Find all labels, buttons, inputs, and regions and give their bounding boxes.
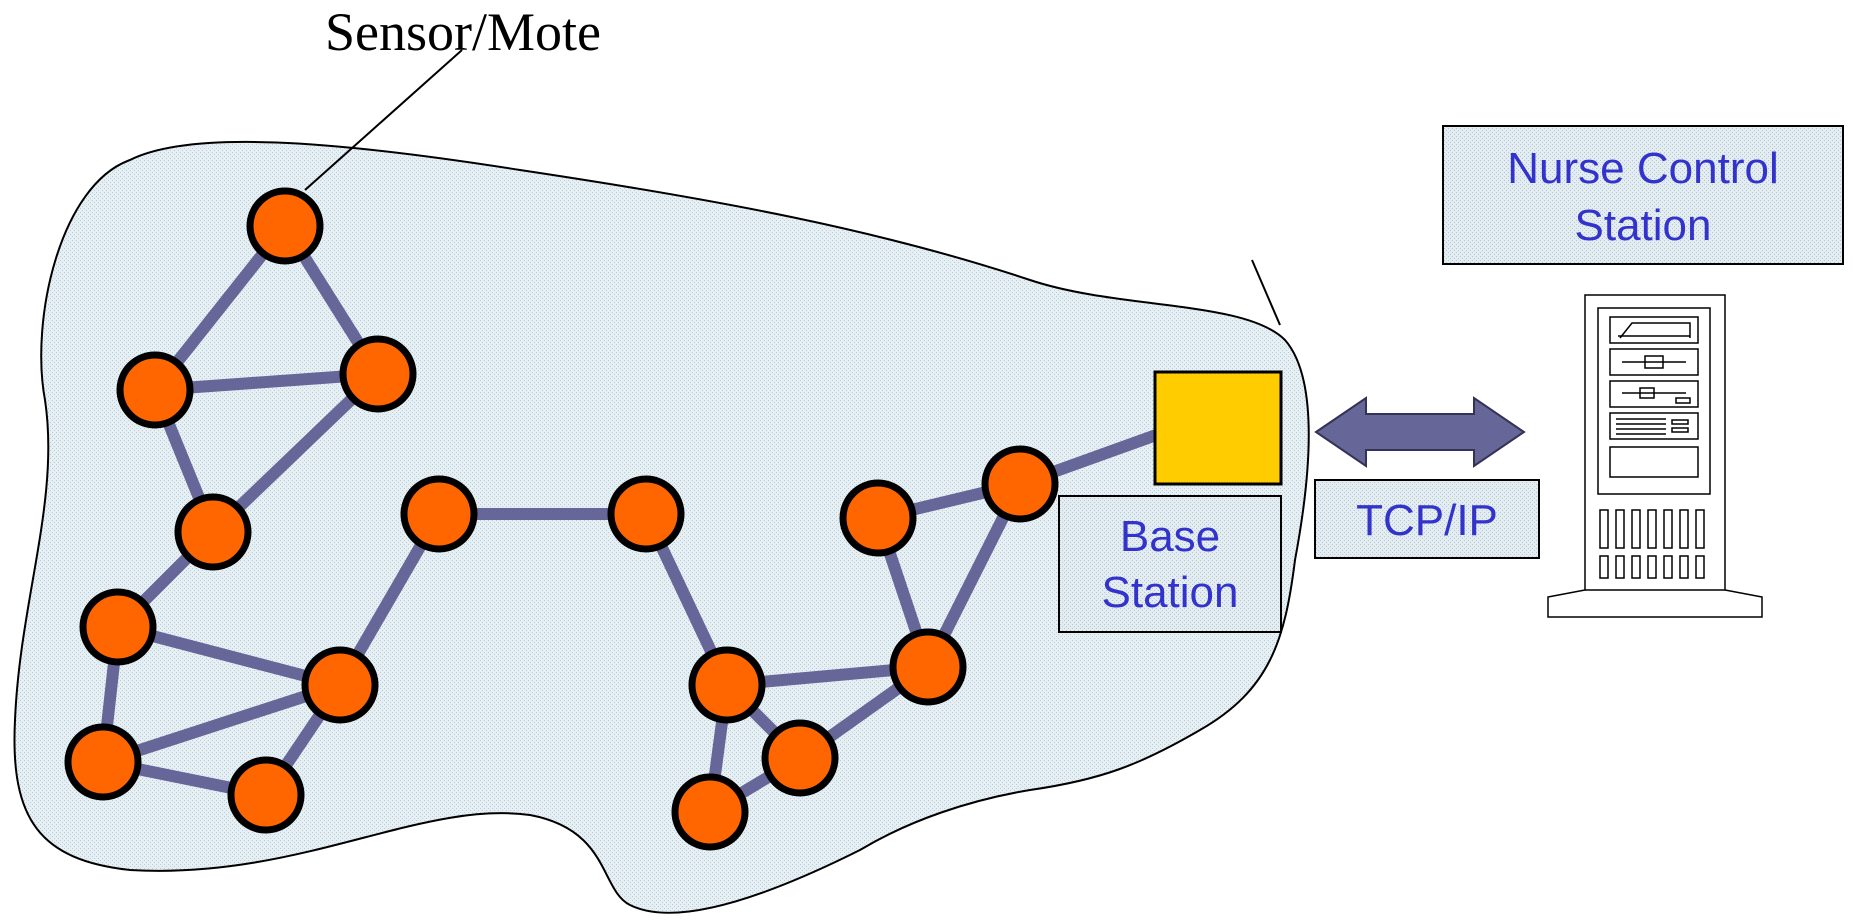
sensor-node: [889, 628, 967, 706]
double-arrow-icon: [1314, 396, 1526, 468]
nurse-station-label-line2: Station: [1575, 201, 1712, 250]
sensor-node: [174, 493, 252, 571]
sensor-nodes: [64, 187, 1059, 851]
area-tick: [1251, 259, 1281, 326]
sensor-node: [116, 351, 194, 429]
sensor-node: [339, 335, 417, 413]
base-station-node: [1153, 370, 1283, 486]
sensor-node: [761, 719, 839, 797]
nurse-station-label-box: [1442, 125, 1844, 265]
base-station-label-box: [1058, 495, 1282, 633]
tcpip-label-box: [1314, 479, 1540, 559]
sensor-node: [981, 445, 1059, 523]
sensor-node: [400, 475, 478, 553]
sensor-pointer-line: [304, 49, 463, 191]
sensor-node: [301, 646, 379, 724]
base-station-label-line2: Station: [1102, 568, 1239, 617]
sensor-node: [64, 723, 142, 801]
tcpip-label: TCP/IP: [1356, 496, 1498, 545]
sensor-mote-label: Sensor/Mote: [325, 2, 601, 62]
sensor-node: [839, 479, 917, 557]
nurse-station-label-line1: Nurse Control: [1507, 144, 1778, 193]
sensor-node: [246, 187, 324, 265]
sensor-node: [79, 588, 157, 666]
sensor-node: [607, 475, 685, 553]
sensor-node: [227, 756, 305, 834]
base-station-label-line1: Base: [1120, 512, 1220, 561]
server-tower-icon: [1547, 294, 1763, 618]
sensor-node: [671, 773, 749, 851]
link: [97, 679, 346, 768]
sensor-node: [688, 646, 766, 724]
